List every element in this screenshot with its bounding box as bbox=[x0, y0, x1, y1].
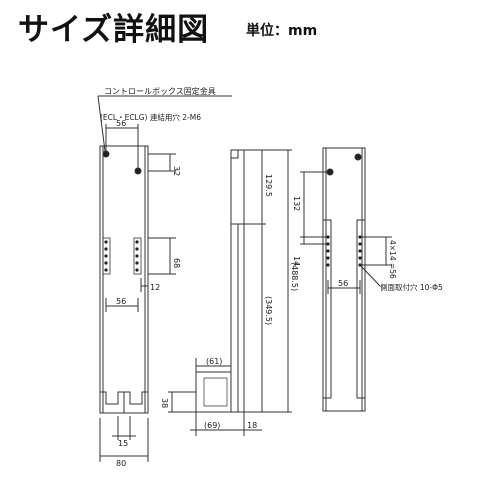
rear-view-body bbox=[322, 147, 366, 412]
dim-front-hole-offset: 12 bbox=[150, 283, 160, 292]
front-view bbox=[97, 95, 232, 462]
dim-side-upper: 129.5 bbox=[264, 174, 273, 197]
dim-side-thickness: 18 bbox=[247, 421, 257, 430]
page-title: サイズ詳細図 bbox=[18, 12, 210, 48]
dim-side-total: (488.5) bbox=[290, 262, 299, 291]
dim-rear-hole-width: 56 bbox=[338, 279, 348, 288]
connection-hole-icon bbox=[326, 168, 334, 176]
dim-front-foot-gap: 15 bbox=[118, 439, 128, 448]
side-mount-holes-label: 側面取付穴 10-Φ5 bbox=[380, 282, 443, 292]
dim-rear-hole-span: 4×14 =56 bbox=[388, 240, 397, 279]
dim-front-hole-spacing: 56 bbox=[116, 297, 126, 306]
dim-front-total-width: 80 bbox=[116, 459, 126, 468]
control-box-fixture-label: コントロールボックス固定金具 bbox=[104, 86, 216, 96]
dim-front-top-hole: 32 bbox=[172, 166, 181, 176]
dim-side-foot-height: 38 bbox=[160, 398, 169, 408]
dim-side-foot-depth: (69) bbox=[204, 421, 220, 430]
connection-holes-label: (ECL・ECLG) 連結用穴 2-M6 bbox=[100, 112, 201, 122]
dim-side-foot-upper: (61) bbox=[206, 357, 222, 366]
unit-label: 単位：mm bbox=[246, 23, 318, 39]
dim-front-top-width: 56 bbox=[116, 119, 126, 128]
connection-hole-icon bbox=[134, 167, 142, 175]
connection-hole-icon bbox=[102, 150, 110, 158]
rear-view bbox=[300, 147, 392, 412]
dim-rear-hole-height: 132 bbox=[292, 196, 301, 211]
dim-rear-hole-pitch: 14 bbox=[292, 256, 301, 266]
dim-side-lower: (349.5) bbox=[264, 296, 273, 325]
dim-front-hole-group: 68 bbox=[172, 258, 181, 268]
side-view bbox=[168, 149, 292, 436]
connection-hole-icon bbox=[354, 153, 362, 161]
